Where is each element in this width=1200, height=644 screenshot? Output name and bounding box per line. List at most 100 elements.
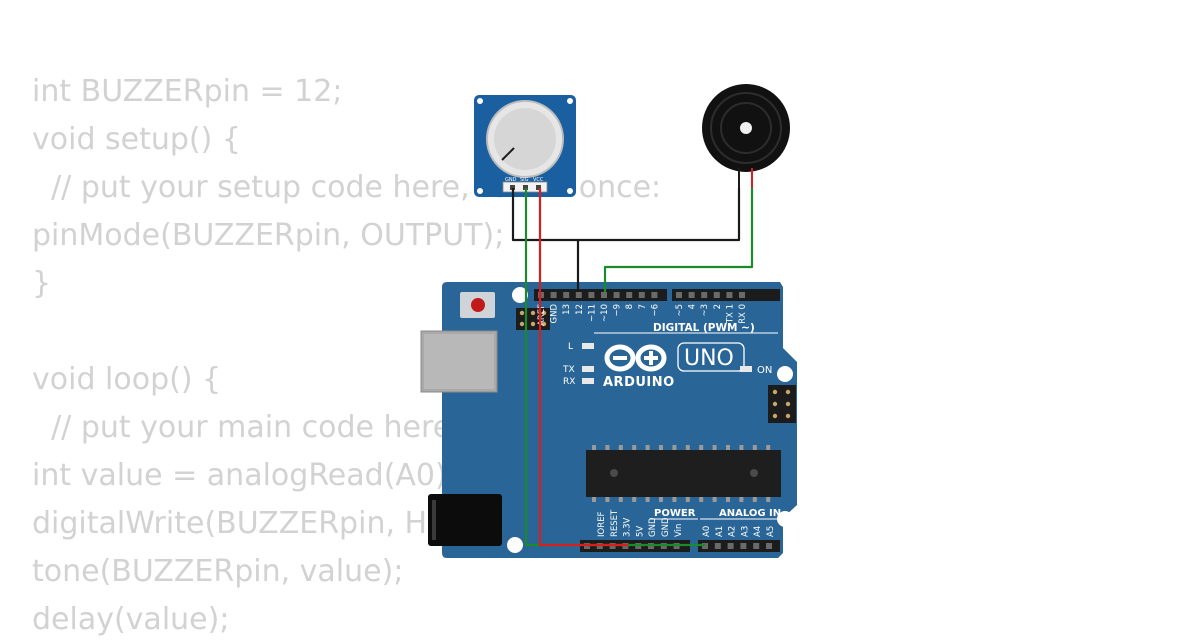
header-pin[interactable]: [626, 292, 633, 298]
logo-plus-v: [649, 351, 653, 365]
digital-pin-label: TX 1: [725, 304, 735, 324]
brand-label: ARDUINO: [603, 375, 675, 390]
code-line: pinMode(BUZZERpin, OUTPUT);: [32, 218, 505, 253]
power-jack-highlight: [432, 500, 436, 540]
header-pin[interactable]: [651, 292, 658, 298]
buzzer-ring: [720, 102, 772, 154]
piezo-buzzer[interactable]: [702, 84, 790, 188]
digital-pin-label: ~9: [613, 304, 623, 317]
code-line: tone(BUZZERpin, value);: [32, 554, 404, 589]
mounting-hole: [777, 366, 793, 382]
power-label: POWER: [654, 508, 696, 519]
digital-pin-label: GND: [550, 304, 560, 324]
digital-pin-label: ~5: [675, 304, 685, 317]
model-badge: [677, 342, 745, 372]
digital-header-holes: [538, 292, 745, 298]
digital-label: DIGITAL (PWM ~): [653, 322, 755, 334]
header-pin[interactable]: [753, 543, 760, 549]
header-pin[interactable]: [701, 292, 708, 298]
header-pin[interactable]: [676, 292, 682, 298]
rx-led: [582, 378, 594, 384]
header-pin[interactable]: [726, 292, 733, 298]
rx-led-label: RX: [563, 377, 575, 387]
potentiometer-module[interactable]: GND SIG VCC: [474, 95, 576, 197]
code-line: int BUZZERpin = 12;: [32, 74, 343, 109]
header-pin[interactable]: [638, 292, 645, 298]
reset-button-cap[interactable]: [471, 298, 485, 312]
digital-pin-label: ~3: [700, 304, 710, 317]
power-pin-label: 3.3V: [623, 517, 633, 537]
analog-pin-label: A3: [740, 526, 750, 537]
pot-pin: [536, 185, 541, 190]
header-pin[interactable]: [739, 292, 745, 298]
pot-mount-hole: [567, 188, 573, 194]
analog-pin-label: A5: [766, 526, 776, 537]
icsp-header-right: [768, 385, 796, 423]
chip-dot: [750, 469, 758, 477]
analog-label: ANALOG IN: [719, 508, 781, 519]
header-pin[interactable]: [575, 292, 582, 298]
code-line: void setup() {: [32, 122, 241, 157]
power-pin-label: Vin: [674, 524, 684, 537]
tx-led-label: TX: [562, 365, 575, 375]
microcontroller-chip: [586, 450, 781, 497]
header-pin[interactable]: [613, 292, 620, 298]
pot-pin-label-vcc: VCC: [533, 177, 544, 183]
pot-knob-indicator: [501, 147, 515, 161]
digital-pin-label: 2: [713, 304, 723, 309]
pot-mount-hole: [477, 188, 483, 194]
header-pin[interactable]: [727, 543, 734, 549]
wire-sig-a0-green[interactable]: [524, 188, 705, 547]
digital-header-right: [672, 289, 780, 301]
digital-pin-label: 8: [625, 304, 635, 309]
on-led-label: ON: [757, 365, 772, 376]
mounting-hole: [512, 287, 528, 303]
code-line: }: [32, 266, 52, 301]
l-led: [582, 343, 594, 349]
pot-pin: [523, 185, 528, 190]
digital-pin-label: AREF: [537, 304, 547, 326]
header-pin[interactable]: [766, 543, 772, 549]
model-label: UNO: [684, 346, 734, 371]
on-led: [740, 366, 752, 372]
wire-gnd-black[interactable]: [511, 188, 741, 242]
header-pin[interactable]: [550, 292, 557, 298]
power-pin-label: 5V: [635, 526, 645, 537]
wire-vcc-5v-red[interactable]: [538, 188, 628, 547]
power-jack[interactable]: [428, 494, 502, 546]
digital-pin-label: 13: [562, 304, 572, 315]
power-pin-label: GND: [661, 517, 671, 537]
header-pin[interactable]: [713, 292, 720, 298]
analog-pin-label: A4: [753, 526, 763, 537]
icsp-right-pins: [772, 389, 791, 419]
pot-mount-hole: [477, 98, 483, 104]
code-line: int value = analogRead(A0);: [32, 458, 457, 493]
wire-buzzer-pin12-green[interactable]: [603, 188, 754, 292]
l-led-label: L: [568, 342, 573, 352]
pot-pin-label-gnd: GND: [505, 177, 517, 183]
header-pin[interactable]: [688, 292, 695, 298]
header-pin[interactable]: [563, 292, 570, 298]
buzzer-ring: [710, 92, 782, 164]
pot-knob[interactable]: [494, 108, 556, 170]
power-pin-label: RESET: [610, 509, 620, 537]
header-pin[interactable]: [714, 543, 721, 549]
tx-led: [582, 366, 594, 372]
code-line: void loop() {: [32, 362, 222, 397]
mounting-hole: [507, 537, 523, 553]
logo-minus: [613, 356, 627, 360]
header-pin[interactable]: [601, 292, 607, 298]
arduino-logo-icon: [604, 344, 667, 372]
chip-legs: [592, 445, 771, 502]
analog-pin-label: A2: [728, 526, 738, 537]
pot-mount-hole: [567, 98, 573, 104]
digital-pin-label: 7: [638, 304, 648, 309]
pot-pin-label-sig: SIG: [520, 177, 529, 183]
header-pin[interactable]: [740, 543, 747, 549]
header-pin[interactable]: [588, 292, 595, 298]
